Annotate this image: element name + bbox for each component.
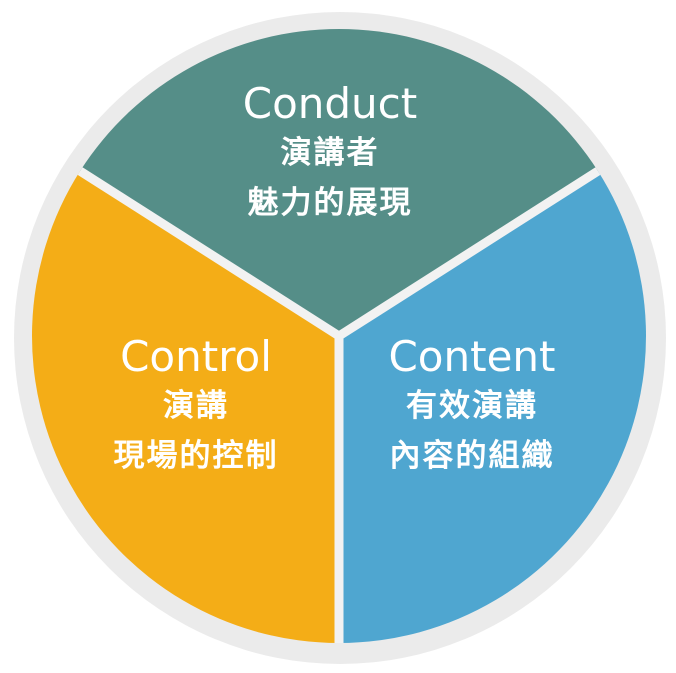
divider-left — [77, 167, 342, 340]
control-line2: 現場的控制 — [113, 438, 279, 474]
segment-conduct — [80, 29, 598, 337]
content-title: Content — [388, 332, 556, 381]
content-line2: 內容的組織 — [389, 438, 555, 474]
control-title: Control — [120, 332, 272, 381]
content-label: Content 有效演講 內容的組織 — [388, 333, 555, 481]
conduct-line1: 演講者 — [280, 135, 380, 171]
content-line1: 有效演講 — [405, 388, 538, 424]
conduct-line2: 魅力的展現 — [247, 185, 413, 221]
divider-right — [336, 167, 601, 340]
conduct-title: Conduct — [242, 79, 418, 128]
control-line1: 演講 — [163, 388, 229, 424]
control-label: Control 演講 現場的控制 — [114, 333, 279, 481]
conduct-label: Conduct 演講者 魅力的展現 — [243, 80, 417, 228]
